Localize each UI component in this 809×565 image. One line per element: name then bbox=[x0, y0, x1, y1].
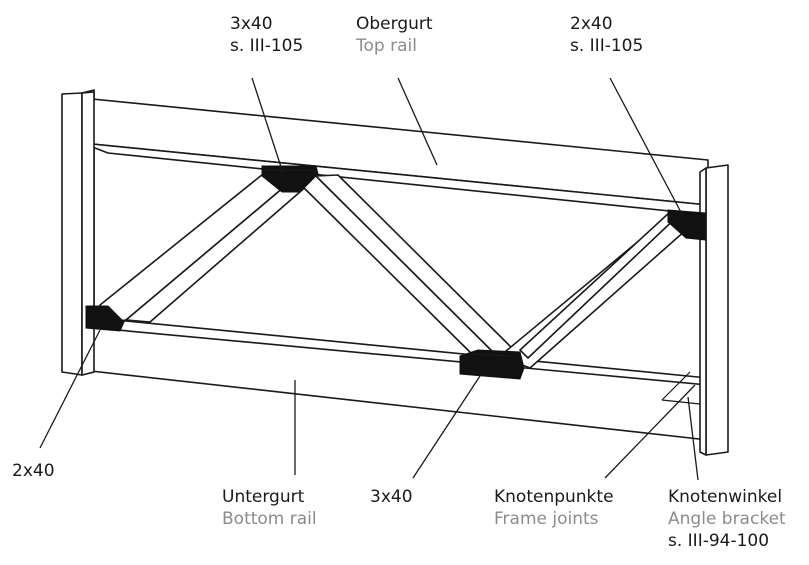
left-post-side bbox=[81, 91, 95, 376]
leader-top-rail bbox=[397, 77, 438, 166]
angle-bracket-en: Angle bracket bbox=[668, 509, 786, 529]
diagonal-center-a bbox=[295, 175, 499, 361]
top-rail-en: Top rail bbox=[356, 36, 417, 56]
center-size: 3x40 bbox=[370, 487, 413, 507]
joint-plate-bottom-center-edge bbox=[469, 353, 513, 357]
top-right-size: 2x40 bbox=[570, 14, 613, 34]
leader-center-note bbox=[412, 375, 481, 479]
frame-joints-en: Frame joints bbox=[494, 509, 599, 529]
diagonal-center-b bbox=[315, 174, 521, 358]
angle-bracket-de: Knotenwinkel bbox=[668, 487, 783, 507]
right-post-side bbox=[699, 167, 707, 456]
angle-bracket-ref: s. III-94-100 bbox=[668, 531, 770, 551]
label-top-left-note: 3x40 s. III-105 bbox=[230, 13, 303, 57]
left-post-front bbox=[61, 92, 83, 376]
bottom-rail-en: Bottom rail bbox=[222, 509, 317, 529]
label-left-note: 2x40 bbox=[12, 460, 55, 482]
leader-top-right-note bbox=[609, 77, 685, 219]
top-right-ref: s. III-105 bbox=[570, 36, 644, 56]
leader-top-left-note bbox=[251, 77, 284, 174]
label-angle-bracket: Knotenwinkel Angle bracket s. III-94-100 bbox=[668, 486, 786, 552]
angle-bracket-shape bbox=[661, 371, 701, 405]
bottom-rail-de: Untergurt bbox=[222, 487, 305, 507]
diagonal-left-face bbox=[125, 177, 317, 323]
leader-angle-bracket bbox=[687, 396, 699, 481]
joint-plate-top-right bbox=[667, 209, 706, 241]
frame-joints-de: Knotenpunkte bbox=[494, 487, 614, 507]
top-left-size: 3x40 bbox=[230, 14, 273, 34]
label-frame-joints: Knotenpunkte Frame joints bbox=[494, 486, 614, 530]
label-top-right-note: 2x40 s. III-105 bbox=[570, 13, 643, 57]
left-size: 2x40 bbox=[12, 461, 55, 481]
leader-left-note bbox=[39, 329, 101, 449]
leader-frame-joints bbox=[604, 384, 696, 479]
joint-plate-bottom-center bbox=[459, 349, 525, 380]
right-post-front bbox=[705, 164, 729, 456]
label-bottom-rail: Untergurt Bottom rail bbox=[222, 486, 317, 530]
joint-plate-bottom-left bbox=[85, 305, 125, 332]
joint-plate-top-middle bbox=[261, 165, 319, 193]
label-center-note: 3x40 bbox=[370, 486, 413, 508]
bottom-rail bbox=[81, 319, 709, 441]
label-top-rail: Obergurt Top rail bbox=[356, 13, 433, 57]
diagonal-left bbox=[99, 169, 291, 323]
diagonal-right-face bbox=[519, 211, 683, 359]
top-left-ref: s. III-105 bbox=[230, 36, 304, 56]
top-rail-de: Obergurt bbox=[356, 14, 433, 34]
